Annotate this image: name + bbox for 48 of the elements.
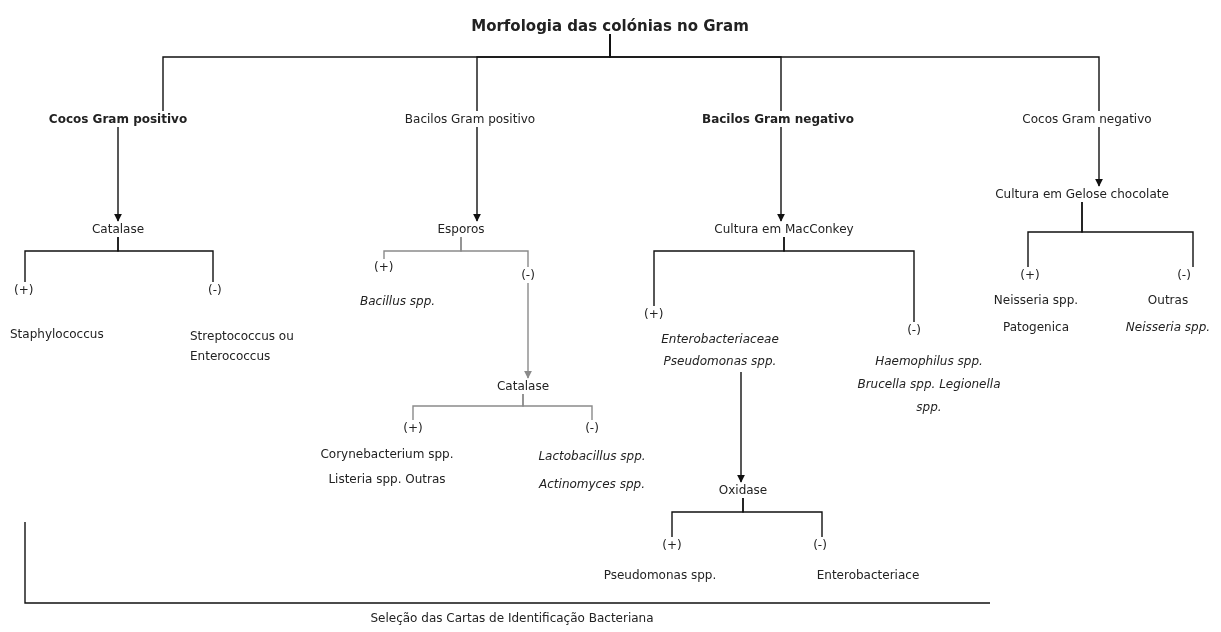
result-sign: (+) — [643, 306, 665, 322]
node-text: Streptococcus ou Enterococcus — [190, 328, 295, 365]
node-text: Bacilos Gram negativo — [678, 111, 878, 127]
result-sign: (-) — [1176, 267, 1192, 283]
arrow — [524, 282, 532, 379]
result-sign: (+) — [1019, 267, 1041, 283]
bracket-connector — [1081, 201, 1194, 268]
node-text: Outras — [1146, 292, 1190, 309]
bracket-connector — [609, 33, 1100, 112]
result-sign: (-) — [207, 282, 223, 298]
node-text: Neisseria spp. — [1124, 319, 1212, 336]
node-text: Cultura em MacConkey — [684, 221, 884, 237]
node-text: Enterobacteriaceae Pseudomonas spp. — [660, 331, 780, 370]
node-text: (-) — [513, 267, 543, 283]
node-text: Catalase — [473, 378, 573, 394]
node-text: Esporos — [411, 221, 511, 237]
node-text: Pseudomonas spp. — [602, 567, 718, 583]
node-text: Bacilos Gram positivo — [370, 111, 570, 127]
node-text: Cocos Gram negativo — [997, 111, 1177, 127]
arrow — [114, 126, 122, 222]
result-sign: (+) — [373, 259, 395, 275]
bracket-connector — [117, 236, 214, 283]
node-text: Cultura em Gelose chocolate — [977, 186, 1187, 202]
arrow — [777, 126, 785, 222]
result-sign: (-) — [812, 537, 828, 553]
diagram-title: Morfologia das colónias no Gram — [400, 18, 820, 34]
node-text: Enterobacteriace — [815, 567, 921, 583]
node-text: Catalase — [68, 221, 168, 237]
bracket-connector — [783, 236, 915, 323]
result-sign: (-) — [584, 420, 600, 436]
result-sign: (+) — [402, 420, 424, 436]
node-text: Lactobacillus spp. Actinomyces spp. — [537, 448, 647, 493]
node-text: Cocos Gram positivo — [18, 111, 218, 127]
arrow — [473, 126, 481, 222]
arrow — [1095, 126, 1103, 187]
bracket-connector — [742, 497, 823, 538]
arrow — [737, 371, 745, 483]
bracket-connector — [522, 393, 593, 421]
node-text: Haemophilus spp. Brucella spp. Legionella spp. — [856, 353, 1002, 416]
result-sign: (+) — [13, 282, 35, 298]
node-text: Corynebacterium spp. Listeria spp. Outras — [319, 446, 455, 488]
footer-text: Seleção das Cartas de Identificação Bacteriana — [369, 611, 655, 625]
node-text: Bacillus spp. — [360, 293, 437, 309]
result-sign: (+) — [661, 537, 683, 553]
node-text: Staphylococcus — [10, 326, 105, 342]
node-text: Oxidase — [693, 482, 793, 498]
node-text: Neisseria spp. Patogenica — [992, 292, 1080, 336]
bracket-connector — [460, 236, 529, 268]
